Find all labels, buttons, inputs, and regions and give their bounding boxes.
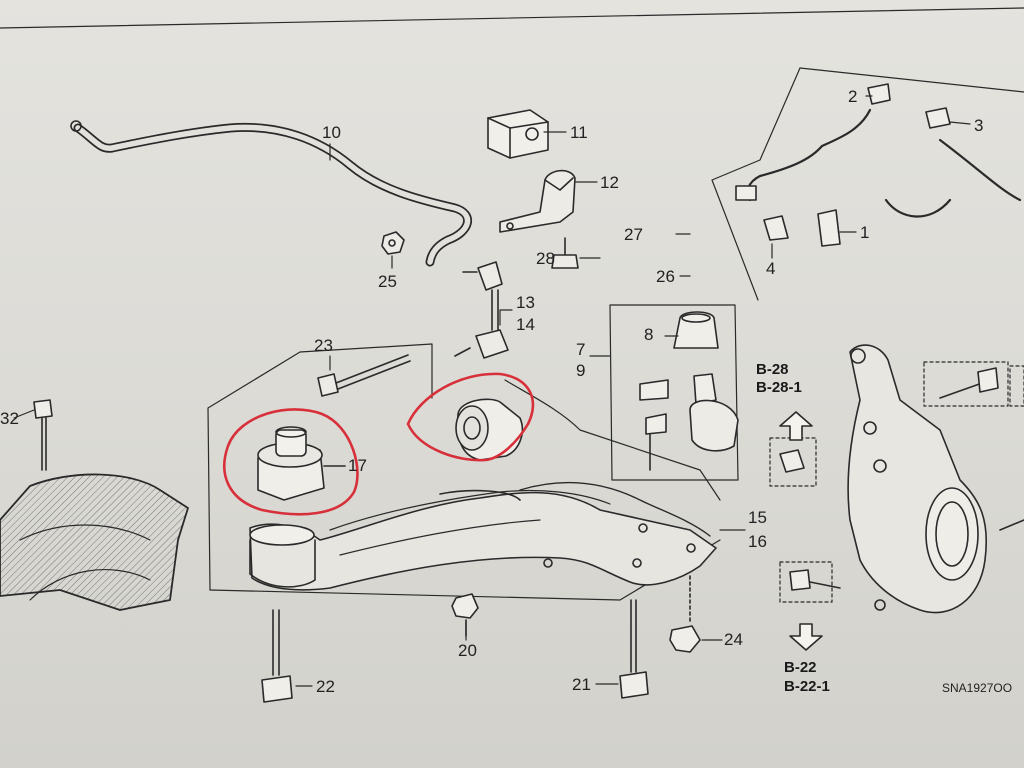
callout-16: 16 — [748, 532, 767, 551]
flange-bolt-28 — [551, 237, 579, 269]
flange-bolt-21 — [619, 599, 649, 699]
callout-27: 27 — [624, 225, 643, 244]
flange-bolt-22 — [261, 609, 293, 703]
boot-8 — [673, 311, 719, 349]
highlight-marks — [223, 372, 535, 516]
highlight-circle-left — [223, 408, 359, 516]
ref-b22: B-22 — [784, 659, 817, 676]
callout-10: 10 — [322, 123, 341, 142]
callout-17: 17 — [348, 456, 367, 475]
diagram-code: SNA1927OO — [942, 681, 1013, 695]
callout-15: 15 — [748, 508, 767, 527]
ball-joint-assembly — [609, 304, 739, 481]
callout-4: 4 — [766, 259, 776, 278]
leader-lines — [13, 95, 971, 687]
heat-shield — [0, 473, 189, 611]
rear-compliance-bushing — [257, 426, 346, 501]
ref-b22-1: B-22-1 — [784, 678, 830, 695]
self-locking-nut-25 — [381, 231, 405, 255]
lower-arm — [249, 481, 717, 591]
sensor-wiring — [711, 67, 1024, 301]
stabilizer-link — [454, 261, 509, 359]
callout-11: 11 — [570, 123, 588, 142]
stabilizer-bar — [70, 120, 472, 267]
ref-b28-1: B-28-1 — [756, 379, 802, 396]
callout-7: 7 — [576, 340, 586, 359]
callout-3: 3 — [974, 116, 984, 135]
callout-13: 13 — [516, 293, 535, 312]
hollow-up-arrow-icon — [779, 411, 813, 441]
knuckle-bolts — [769, 361, 1024, 603]
callout-21: 21 — [572, 675, 591, 694]
callout-25: 25 — [378, 272, 397, 291]
callout-8: 8 — [644, 325, 654, 344]
callout-2: 2 — [848, 87, 858, 106]
long-bolt-23 — [317, 354, 411, 397]
callout-22: 22 — [316, 677, 335, 696]
assembly-frame-line — [207, 343, 433, 591]
callout-14: 14 — [516, 315, 535, 334]
callout-28: 28 — [536, 249, 555, 268]
flange-bolt-32 — [33, 399, 53, 471]
callout-32: 32 — [0, 409, 19, 428]
stabilizer-bushing — [487, 109, 549, 159]
bushing-holder — [499, 169, 576, 233]
hollow-down-arrow-icon — [789, 623, 823, 651]
callout-12: 12 — [600, 173, 619, 192]
callout-23: 23 — [314, 336, 333, 355]
callout-24: 24 — [724, 630, 743, 649]
page-border-line — [0, 7, 1024, 29]
callout-9: 9 — [576, 361, 586, 380]
callout-20: 20 — [458, 641, 477, 660]
ref-b28: B-28 — [756, 361, 789, 378]
flange-nut-24 — [669, 575, 701, 653]
front-bushing — [455, 398, 524, 461]
steering-knuckle — [847, 344, 1024, 614]
callout-1: 1 — [860, 223, 870, 242]
self-locking-nut-20 — [451, 593, 479, 637]
highlight-circle-right — [406, 372, 535, 462]
callout-26: 26 — [656, 267, 675, 286]
